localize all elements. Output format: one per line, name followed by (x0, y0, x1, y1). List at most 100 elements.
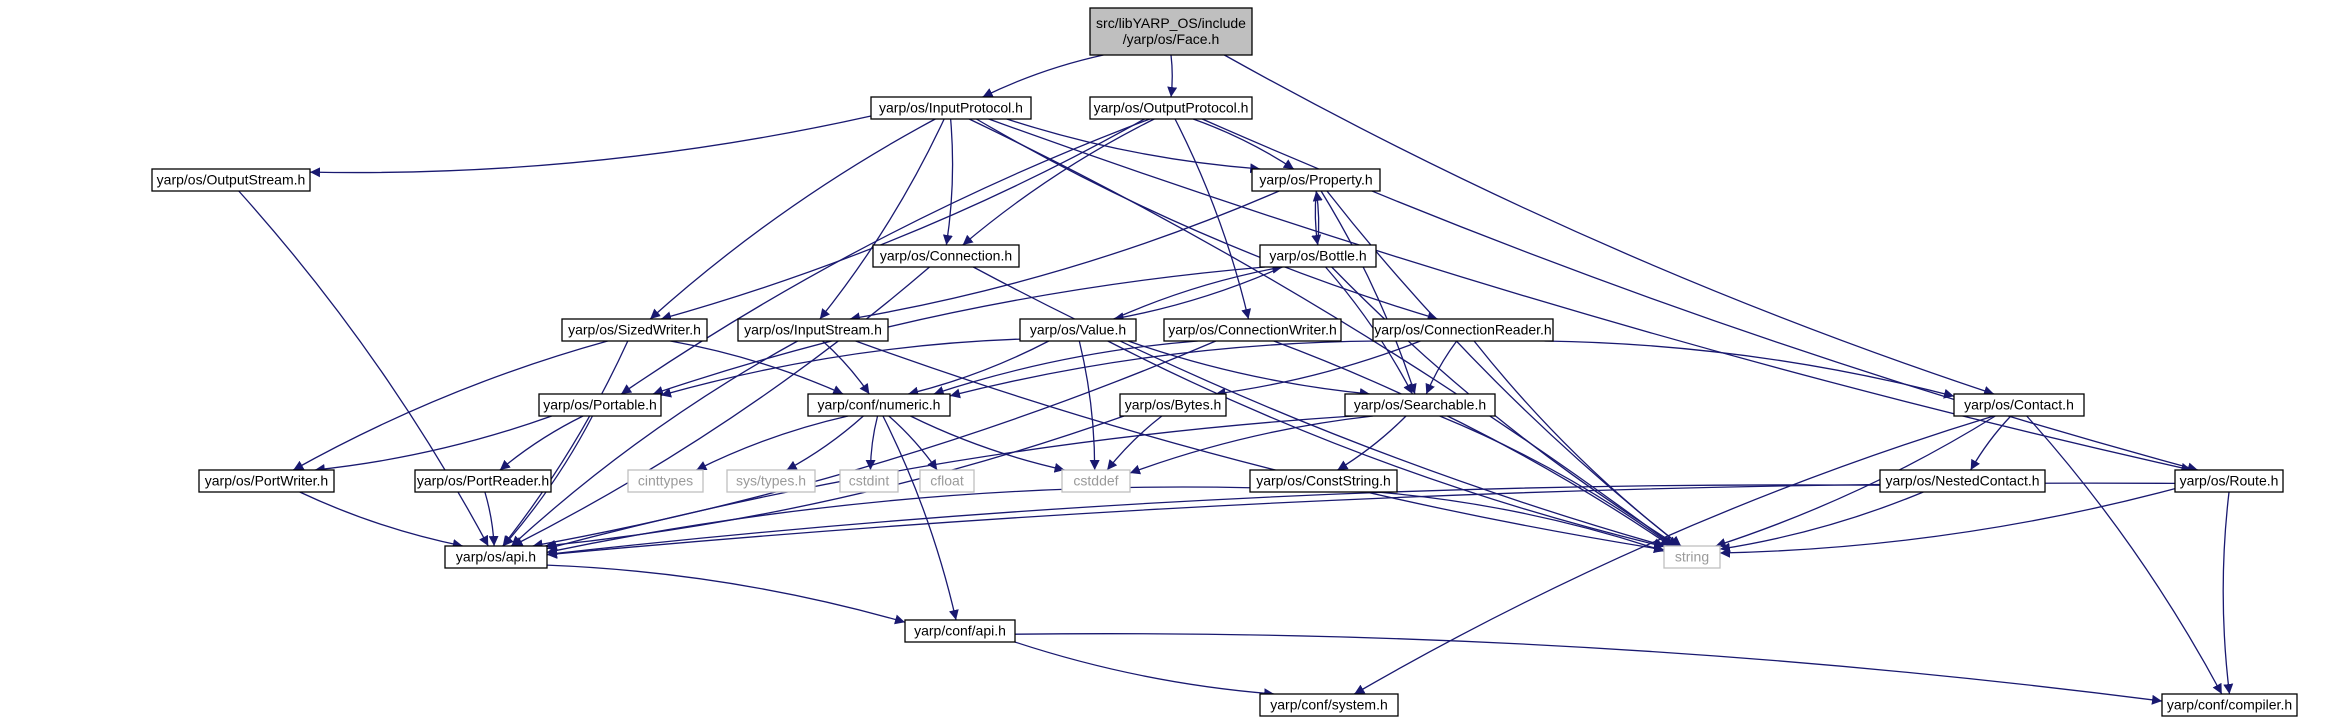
node-system[interactable]: yarp/conf/system.h (1259, 693, 1399, 717)
edge-connectionreader-to-numeric (949, 340, 1378, 399)
edge-sizedwriter-to-portwriter (292, 340, 608, 471)
edge-value-to-portable (660, 338, 1021, 398)
node-osapi[interactable]: yarp/os/api.h (444, 545, 548, 569)
node-label-systypes: sys/types.h (736, 472, 806, 488)
node-systypes[interactable]: sys/types.h (726, 469, 816, 493)
node-portreader[interactable]: yarp/os/PortReader.h (414, 469, 552, 493)
edge-searchable-to-osapi (546, 415, 1354, 551)
edge-numeric-to-cinttypes (696, 415, 849, 471)
node-bytes[interactable]: yarp/os/Bytes.h (1119, 393, 1227, 417)
node-connection[interactable]: yarp/os/Connection.h (872, 244, 1020, 268)
edges (238, 54, 2234, 705)
node-label-contact: yarp/os/Contact.h (1964, 396, 2074, 412)
node-box-string (1663, 545, 1721, 569)
node-box-route (2174, 469, 2284, 493)
edge-connectionwriter-to-string (1273, 340, 1672, 547)
node-cfloat[interactable]: cfloat (919, 469, 975, 493)
node-label-route: yarp/os/Route.h (2180, 472, 2279, 488)
node-label-connection: yarp/os/Connection.h (880, 247, 1012, 263)
node-box-numeric (807, 393, 951, 417)
node-outputstream[interactable]: yarp/os/OutputStream.h (151, 168, 311, 192)
edge-inputprotocol-to-connection (942, 118, 954, 246)
edge-confapi-to-system (1014, 641, 1275, 699)
edge-value-to-numeric (908, 340, 1050, 397)
edge-property-to-inputstream (849, 190, 1280, 323)
node-portwriter[interactable]: yarp/os/PortWriter.h (198, 469, 335, 493)
edge-numeric-to-cstddef (910, 415, 1065, 473)
node-label-bottle: yarp/os/Bottle.h (1269, 247, 1366, 263)
node-value[interactable]: yarp/os/Value.h (1019, 318, 1137, 342)
edge-nestedcontact-to-string (1719, 491, 1924, 553)
edge-inputprotocol-to-route (988, 118, 2192, 473)
edge-connectionreader-to-searchable (1425, 340, 1458, 395)
edge-conststring-to-string (1376, 491, 1665, 553)
node-label-nestedcontact: yarp/os/NestedContact.h (1885, 472, 2039, 488)
node-conststring[interactable]: yarp/os/ConstString.h (1249, 469, 1398, 493)
edge-searchable-to-conststring (1337, 415, 1407, 471)
node-connectionreader[interactable]: yarp/os/ConnectionReader.h (1372, 318, 1554, 342)
edge-inputprotocol-to-string (968, 118, 1675, 547)
node-box-bytes (1119, 393, 1227, 417)
node-bottle[interactable]: yarp/os/Bottle.h (1259, 244, 1377, 268)
node-cinttypes[interactable]: cinttypes (627, 469, 704, 493)
edge-face-to-contact (1224, 54, 1995, 396)
node-label-sizedwriter: yarp/os/SizedWriter.h (568, 321, 701, 337)
node-box-portreader (414, 469, 552, 493)
node-compiler[interactable]: yarp/conf/compiler.h (2161, 693, 2298, 717)
edge-connectionreader-to-bytes (1215, 340, 1421, 398)
node-box-system (1259, 693, 1399, 717)
edge-bottle-to-portable (652, 266, 1266, 396)
node-label-inputstream: yarp/os/InputStream.h (744, 321, 882, 337)
node-contact[interactable]: yarp/os/Contact.h (1953, 393, 2085, 417)
node-inputprotocol[interactable]: yarp/os/InputProtocol.h (870, 96, 1032, 120)
edge-contact-to-nestedcontact (1970, 415, 2012, 471)
node-property[interactable]: yarp/os/Property.h (1251, 168, 1381, 192)
node-label-numeric: yarp/conf/numeric.h (818, 396, 941, 412)
edge-numeric-to-confapi (882, 415, 959, 621)
node-face[interactable]: src/libYARP_OS/include/yarp/os/Face.h (1089, 7, 1253, 56)
node-string[interactable]: string (1663, 545, 1721, 569)
edge-outputprotocol-to-portable (620, 118, 1151, 395)
node-searchable[interactable]: yarp/os/Searchable.h (1344, 393, 1496, 417)
edge-portable-to-portwriter (314, 415, 552, 474)
edge-inputstream-to-numeric (822, 340, 870, 395)
node-cstdint[interactable]: cstdint (839, 469, 899, 493)
node-label-connectionreader: yarp/os/ConnectionReader.h (1374, 321, 1551, 337)
node-cstddef[interactable]: cstddef (1061, 469, 1131, 493)
edge-connectionreader-to-contact (1544, 340, 1955, 399)
node-nestedcontact[interactable]: yarp/os/NestedContact.h (1879, 469, 2046, 493)
node-box-osapi (444, 545, 548, 569)
node-sizedwriter[interactable]: yarp/os/SizedWriter.h (561, 318, 708, 342)
node-box-value (1019, 318, 1137, 342)
node-connectionwriter[interactable]: yarp/os/ConnectionWriter.h (1163, 318, 1342, 342)
node-inputstream[interactable]: yarp/os/InputStream.h (737, 318, 889, 342)
node-box-inputstream (737, 318, 889, 342)
node-label-confapi: yarp/conf/api.h (914, 622, 1006, 638)
node-box-contact (1953, 393, 2085, 417)
node-box-cfloat (919, 469, 975, 493)
edge-connection-to-string (972, 266, 1665, 549)
edge-bytes-to-cstddef (1106, 415, 1163, 471)
edge-sizedwriter-to-numeric (670, 340, 844, 395)
edge-portreader-to-osapi (484, 491, 499, 547)
node-route[interactable]: yarp/os/Route.h (2174, 469, 2284, 493)
edge-nestedcontact-to-osapi (546, 484, 1881, 559)
edge-connectionwriter-to-osapi (532, 340, 1217, 550)
node-numeric[interactable]: yarp/conf/numeric.h (807, 393, 951, 417)
edge-conststring-to-osapi (546, 486, 1251, 556)
node-outputprotocol[interactable]: yarp/os/OutputProtocol.h (1089, 96, 1253, 120)
edge-value-to-cstddef (1078, 340, 1100, 471)
edge-contact-to-system (1353, 415, 1994, 695)
node-label-portreader: yarp/os/PortReader.h (417, 472, 549, 488)
edge-property-to-searchable (1320, 190, 1417, 395)
node-box-portwriter (198, 469, 335, 493)
edge-numeric-to-cstdint (865, 415, 879, 471)
node-box-cstdint (839, 469, 899, 493)
node-box-confapi (904, 619, 1016, 643)
edge-connection-to-osapi (512, 266, 930, 547)
edge-route-to-string (1719, 488, 2176, 558)
node-portable[interactable]: yarp/os/Portable.h (538, 393, 662, 417)
node-label-string: string (1675, 548, 1709, 564)
node-confapi[interactable]: yarp/conf/api.h (904, 619, 1016, 643)
